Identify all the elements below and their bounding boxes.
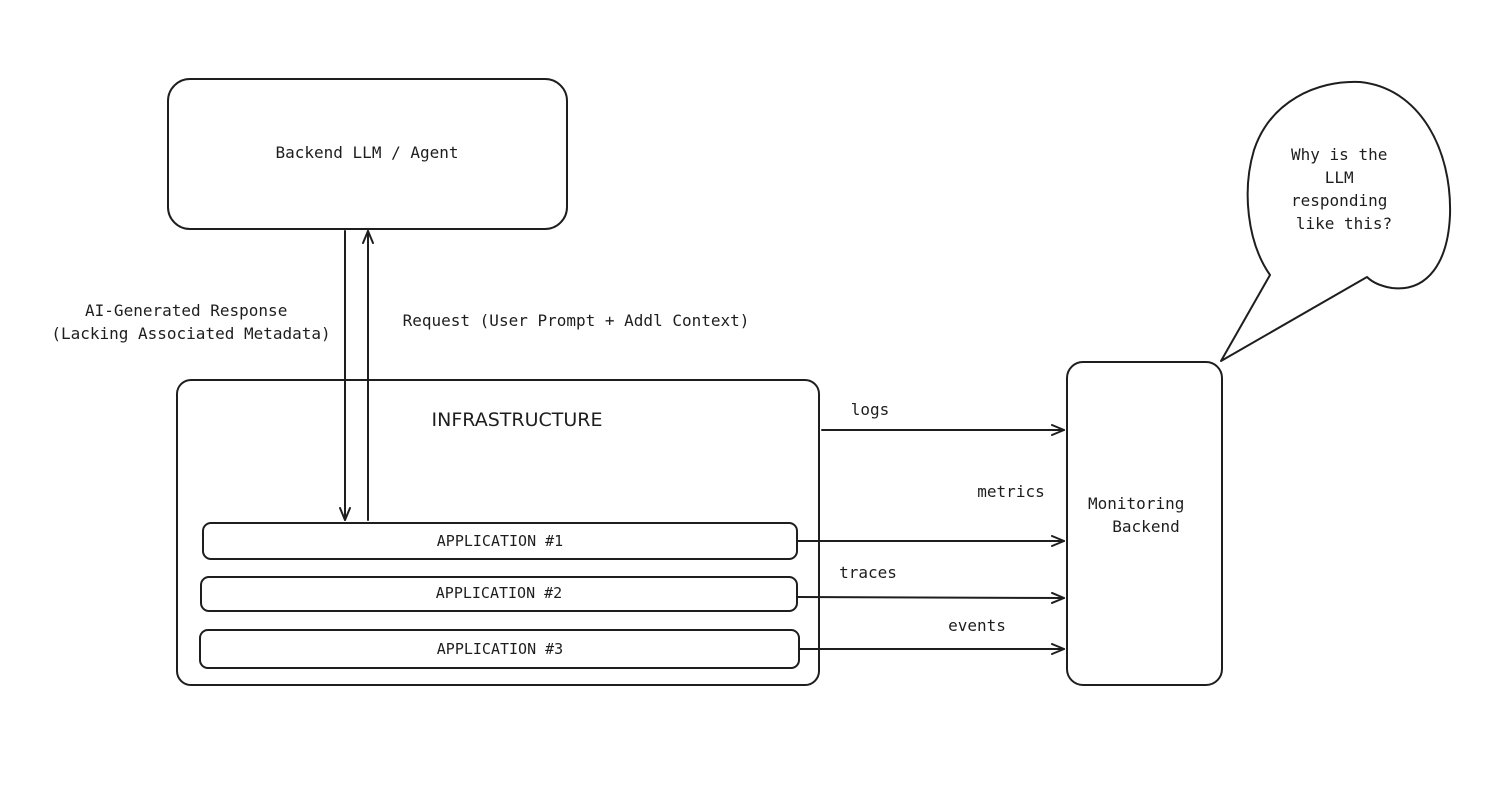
application-3-box: APPLICATION #3 bbox=[199, 629, 800, 669]
logs-label: logs bbox=[851, 400, 890, 419]
infrastructure-title: INFRASTRUCTURE bbox=[432, 409, 603, 431]
monitoring-backend-line2: Backend bbox=[1112, 517, 1179, 536]
application-1-box: APPLICATION #1 bbox=[202, 522, 798, 560]
thought-bubble-outline bbox=[1220, 80, 1452, 362]
thought-bubble-line4: like this? bbox=[1296, 214, 1392, 233]
request-label: Request (User Prompt + Addl Context) bbox=[403, 311, 750, 330]
metrics-label: metrics bbox=[977, 482, 1044, 501]
thought-bubble-line3: responding bbox=[1291, 191, 1387, 210]
response-label: AI-Generated Response (Lacking Associate… bbox=[51, 301, 330, 343]
thought-bubble: Why is the LLM responding like this? bbox=[1220, 80, 1452, 362]
response-label-line1: AI-Generated Response bbox=[85, 301, 287, 320]
application-2-label: APPLICATION #2 bbox=[436, 584, 562, 602]
application-2-box: APPLICATION #2 bbox=[200, 576, 798, 612]
traces-arrow bbox=[797, 591, 1065, 604]
monitoring-backend-line1: Monitoring bbox=[1088, 494, 1184, 513]
thought-bubble-text: Why is the LLM responding like this? bbox=[1291, 145, 1397, 233]
events-label: events bbox=[948, 616, 1006, 635]
backend-llm-agent-box: Backend LLM / Agent bbox=[167, 78, 568, 230]
application-1-label: APPLICATION #1 bbox=[437, 532, 563, 550]
thought-bubble-line1: Why is the bbox=[1291, 145, 1387, 164]
application-3-label: APPLICATION #3 bbox=[437, 640, 563, 658]
thought-bubble-line2: LLM bbox=[1325, 168, 1354, 187]
traces-label: traces bbox=[839, 563, 897, 582]
monitoring-backend-label: Monitoring Backend bbox=[1088, 494, 1194, 536]
monitoring-backend-box: Monitoring Backend bbox=[1066, 361, 1223, 686]
response-label-line2: (Lacking Associated Metadata) bbox=[51, 324, 330, 343]
backend-llm-agent-label: Backend LLM / Agent bbox=[275, 143, 458, 162]
